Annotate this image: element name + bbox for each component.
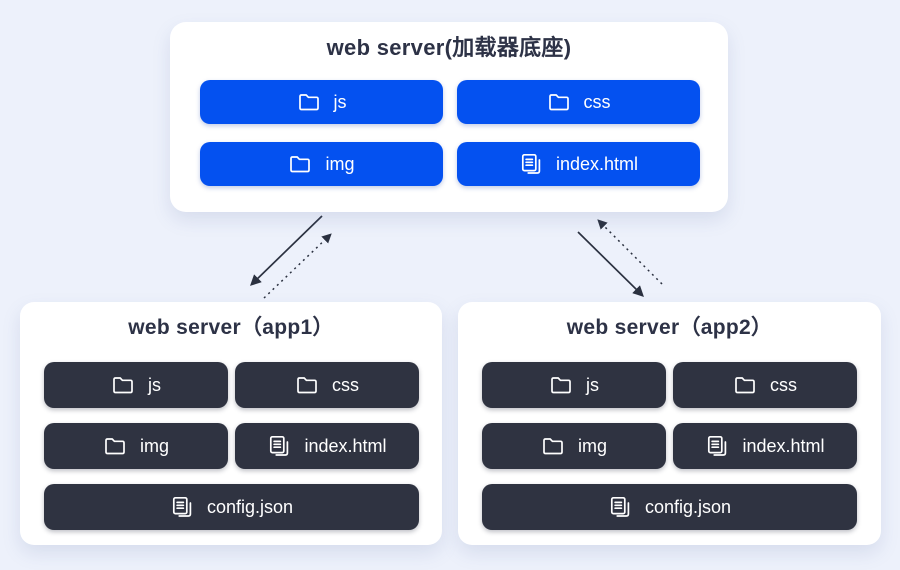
node-label: index.html <box>304 436 387 456</box>
node-label: css <box>770 375 797 395</box>
node-index-html: index.html <box>457 142 700 186</box>
file-icon <box>519 152 543 176</box>
app1-server-grid: js css img index.html config.json <box>44 362 419 530</box>
arrow-base-to-app1 <box>250 215 323 286</box>
arrow-base-to-app2 <box>577 231 644 297</box>
node-css: css <box>673 362 857 408</box>
folder-icon <box>297 90 321 114</box>
file-icon <box>705 434 729 458</box>
folder-icon <box>111 373 135 397</box>
base-server-grid: js css img index.html <box>200 80 700 186</box>
folder-icon <box>288 152 312 176</box>
node-label: img <box>139 436 169 456</box>
node-js: js <box>44 362 228 408</box>
node-label: config.json <box>644 497 732 517</box>
folder-icon <box>541 434 565 458</box>
app2-server-title: web server（app2） <box>566 316 773 339</box>
node-label: js <box>586 375 599 395</box>
node-config-json: config.json <box>44 484 419 530</box>
node-label: css <box>583 92 611 112</box>
file-icon <box>170 495 194 519</box>
node-label: index.html <box>555 154 639 174</box>
folder-icon <box>549 373 573 397</box>
app2-server-card: web server（app2） js css img index.html c… <box>458 302 881 545</box>
node-img: img <box>482 423 666 469</box>
node-js: js <box>482 362 666 408</box>
node-label: index.html <box>742 436 825 456</box>
node-label: config.json <box>206 497 294 517</box>
node-img: img <box>44 423 228 469</box>
app1-server-card: web server（app1） js css img index.html c… <box>20 302 442 545</box>
base-server-title: web server(加载器底座) <box>326 35 572 60</box>
folder-icon <box>547 90 571 114</box>
arrow-app2-to-base <box>597 219 663 285</box>
folder-icon <box>103 434 127 458</box>
node-label: js <box>333 92 347 112</box>
node-css: css <box>457 80 700 124</box>
node-js: js <box>200 80 443 124</box>
base-server-card: web server(加载器底座) js css img index.html <box>170 22 728 212</box>
node-css: css <box>235 362 419 408</box>
folder-icon <box>733 373 757 397</box>
node-index-html: index.html <box>235 423 419 469</box>
app2-server-grid: js css img index.html config.json <box>482 362 857 530</box>
app1-server-title: web server（app1） <box>128 316 334 339</box>
file-icon <box>267 434 291 458</box>
node-img: img <box>200 142 443 186</box>
node-label: js <box>148 375 161 395</box>
node-label: img <box>577 436 607 456</box>
arrow-app1-to-base <box>263 233 332 299</box>
file-icon <box>608 495 632 519</box>
folder-icon <box>295 373 319 397</box>
node-label: css <box>332 375 359 395</box>
node-config-json: config.json <box>482 484 857 530</box>
node-index-html: index.html <box>673 423 857 469</box>
node-label: img <box>325 154 355 174</box>
